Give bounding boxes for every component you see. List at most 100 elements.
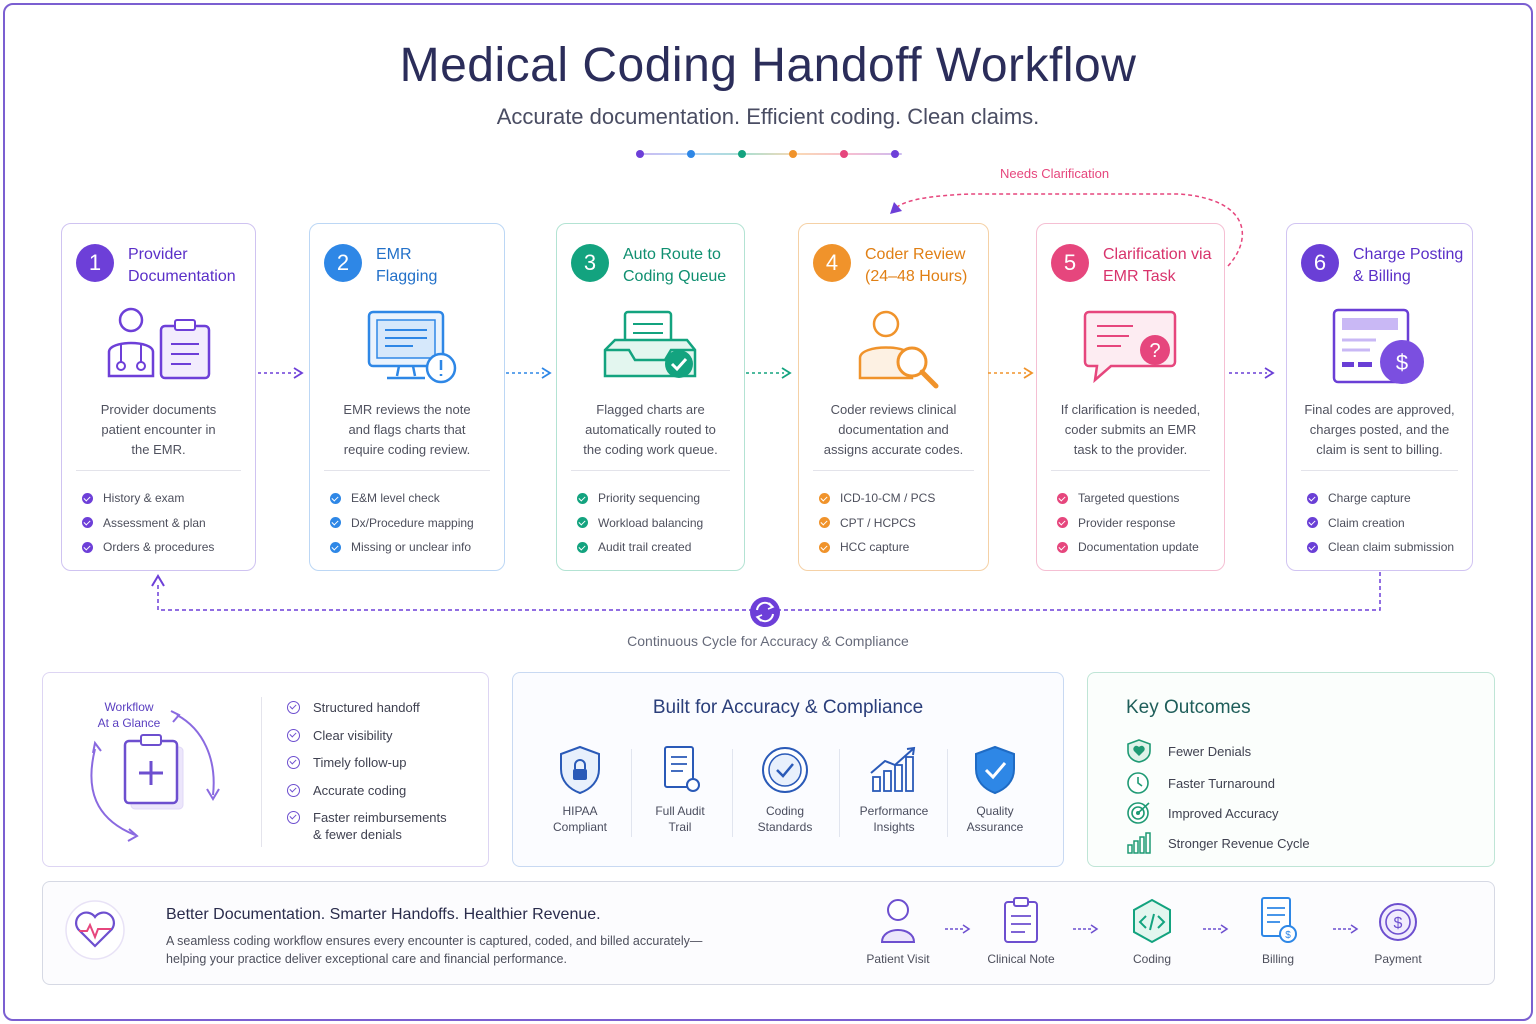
step-card-4[interactable]: 4 Coder Review(24–48 Hours) Coder review… — [798, 223, 989, 571]
checklist-item: Targeted questions — [1057, 486, 1199, 511]
checklist-item: Assessment & plan — [82, 511, 214, 536]
footer-title: Better Documentation. Smarter Handoffs. … — [166, 906, 601, 923]
svg-text:?: ? — [1149, 340, 1160, 362]
checklist-item: CPT / HCPCS — [819, 511, 935, 536]
connector-arrow — [1229, 367, 1275, 379]
color-dots — [636, 150, 906, 160]
clarification-loop-arrow — [890, 193, 1244, 267]
clipboard-cycle-icon — [90, 710, 220, 842]
step-number: 3 — [571, 244, 609, 282]
checklist-item: E&M level check — [330, 486, 474, 511]
checklist-item: Orders & procedures — [82, 535, 214, 560]
step-description: If clarification is needed,coder submits… — [1060, 402, 1201, 457]
step-number: 1 — [76, 244, 114, 282]
flow-arrow — [1073, 924, 1099, 934]
page-subtitle: Accurate documentation. Efficient coding… — [496, 104, 1040, 129]
step-number: 5 — [1051, 244, 1089, 282]
key-outcomes-panel: Key Outcomes Fewer Denials Faster Turnar… — [1087, 672, 1495, 867]
clock-icon — [1127, 772, 1149, 794]
shield-heart-icon — [1127, 739, 1151, 763]
connector-arrow — [746, 367, 792, 379]
coder-search-icon — [858, 310, 938, 389]
chat-question-icon: ? — [1083, 310, 1176, 384]
step-title: Charge Posting& Billing — [1353, 246, 1464, 285]
flow-step-patient-visit: Patient Visit — [853, 896, 943, 966]
audit-document-icon — [664, 746, 700, 792]
step-checklist: ICD-10-CM / PCS CPT / HCPCS HCC capture — [819, 486, 935, 560]
svg-text:$: $ — [1285, 930, 1291, 941]
target-icon — [1127, 802, 1150, 824]
cycle-loop-arrow — [151, 572, 1381, 627]
checklist-item: Missing or unclear info — [330, 535, 474, 560]
outcomes-title: Key Outcomes — [1126, 697, 1251, 718]
provider-document-icon — [107, 307, 210, 380]
checklist-item: HCC capture — [819, 535, 935, 560]
page-title: Medical Coding Handoff Workflow — [399, 39, 1137, 92]
page-frame — [3, 3, 1533, 1021]
checklist-item: Audit trail created — [577, 535, 703, 560]
step-checklist: Priority sequencing Workload balancing A… — [577, 486, 703, 560]
outcome-item: Fewer Denials — [1126, 739, 1251, 763]
checklist-item: Clean claim submission — [1307, 535, 1454, 560]
connector-arrow — [258, 367, 304, 379]
step-checklist: Charge capture Claim creation Clean clai… — [1307, 486, 1454, 560]
flow-step-payment: $ Payment — [1353, 896, 1443, 966]
footer-text: A seamless coding workflow ensures every… — [166, 934, 703, 966]
monitor-alert-icon — [367, 310, 457, 384]
step-number: 6 — [1301, 244, 1339, 282]
footer-banner: Better Documentation. Smarter Handoffs. … — [42, 881, 1495, 985]
bars-icon — [1127, 832, 1151, 854]
svg-text:$: $ — [1394, 915, 1403, 932]
step-number: 2 — [324, 244, 362, 282]
compliance-title: Built for Accuracy & Compliance — [652, 697, 924, 718]
outcome-item: Stronger Revenue Cycle — [1126, 831, 1310, 855]
checklist-item: History & exam — [82, 486, 214, 511]
outcome-item: Improved Accuracy — [1126, 801, 1279, 825]
checklist-item: Documentation update — [1057, 535, 1199, 560]
cycle-label: Continuous Cycle for Accuracy & Complian… — [627, 633, 909, 649]
code-icon — [1133, 898, 1171, 944]
connector-arrow — [506, 367, 552, 379]
step-checklist: History & exam Assessment & plan Orders … — [82, 486, 214, 560]
checklist-item: Charge capture — [1307, 486, 1454, 511]
glance-checklist: Structured handoff Clear visibility Time… — [287, 699, 447, 842]
checklist-item: Claim creation — [1307, 511, 1454, 536]
glance-item: Clear visibility — [287, 727, 447, 755]
inbox-check-icon — [603, 310, 696, 378]
flow-arrow — [1203, 924, 1229, 934]
step-number: 4 — [813, 244, 851, 282]
step-checklist: E&M level check Dx/Procedure mapping Mis… — [330, 486, 474, 560]
step-card-6[interactable]: 6 Charge Posting& Billing $ Final codes … — [1286, 223, 1473, 571]
step-checklist: Targeted questions Provider response Doc… — [1057, 486, 1199, 560]
checklist-item: Dx/Procedure mapping — [330, 511, 474, 536]
step-description: Final codes are approved,charges posted,… — [1304, 402, 1455, 457]
checklist-item: Provider response — [1057, 511, 1199, 536]
billing-icon: $ — [1261, 897, 1297, 943]
patient-icon — [880, 899, 916, 943]
shield-check-icon — [975, 745, 1015, 795]
outcome-item: Faster Turnaround — [1126, 771, 1275, 795]
checklist-item: Priority sequencing — [577, 486, 703, 511]
connector-arrow — [988, 367, 1034, 379]
glance-item: Timely follow-up — [287, 754, 447, 782]
bar-chart-trend-icon — [870, 746, 916, 792]
flow-step-billing: $ Billing — [1233, 896, 1323, 966]
step-title: Coder Review(24–48 Hours) — [865, 246, 968, 285]
invoice-dollar-icon: $ — [1332, 308, 1424, 384]
